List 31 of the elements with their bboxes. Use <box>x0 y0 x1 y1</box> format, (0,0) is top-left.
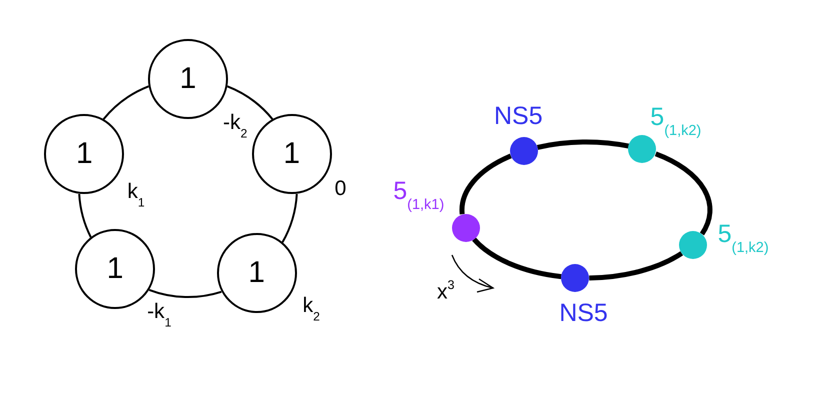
ring-arc <box>226 85 274 120</box>
ring-arc <box>472 237 562 280</box>
node-annotation: 0 <box>334 178 346 200</box>
node-annotation: -k$_{2}$ <box>223 112 248 140</box>
ring-arc <box>282 194 298 243</box>
axis-label: x$^{3}$ <box>437 279 455 302</box>
dot-icon <box>561 264 590 292</box>
dot-icon <box>510 137 538 166</box>
dot-label: 5$_{(1,k2)}$ <box>718 222 769 256</box>
node-label: 1 <box>106 254 124 284</box>
ring-arc <box>654 152 712 236</box>
ring-arc <box>537 140 629 150</box>
node-annotation: -k$_{1}$ <box>147 301 172 329</box>
ring-arc <box>78 194 92 238</box>
node-label: 1 <box>180 64 196 94</box>
node-label: 1 <box>283 139 300 170</box>
dot-label: 5$_{(1,k2)}$ <box>650 105 702 140</box>
dot-label: NS5 <box>494 104 543 130</box>
ring-arc <box>460 154 512 214</box>
dot-icon <box>452 214 480 242</box>
ring-arc <box>102 85 150 120</box>
dot-icon <box>678 230 707 259</box>
dot-label: 5$_{(1,k1)}$ <box>393 178 444 212</box>
dot-icon <box>628 135 656 164</box>
node-label: 1 <box>76 139 93 170</box>
ring-arc <box>148 288 222 298</box>
node-annotation: k$_{1}$ <box>127 181 145 210</box>
node-annotation: k$_{2}$ <box>302 294 320 322</box>
ring-arc <box>589 251 683 280</box>
dot-label: NS5 <box>559 300 608 326</box>
node-label: 1 <box>248 258 265 288</box>
